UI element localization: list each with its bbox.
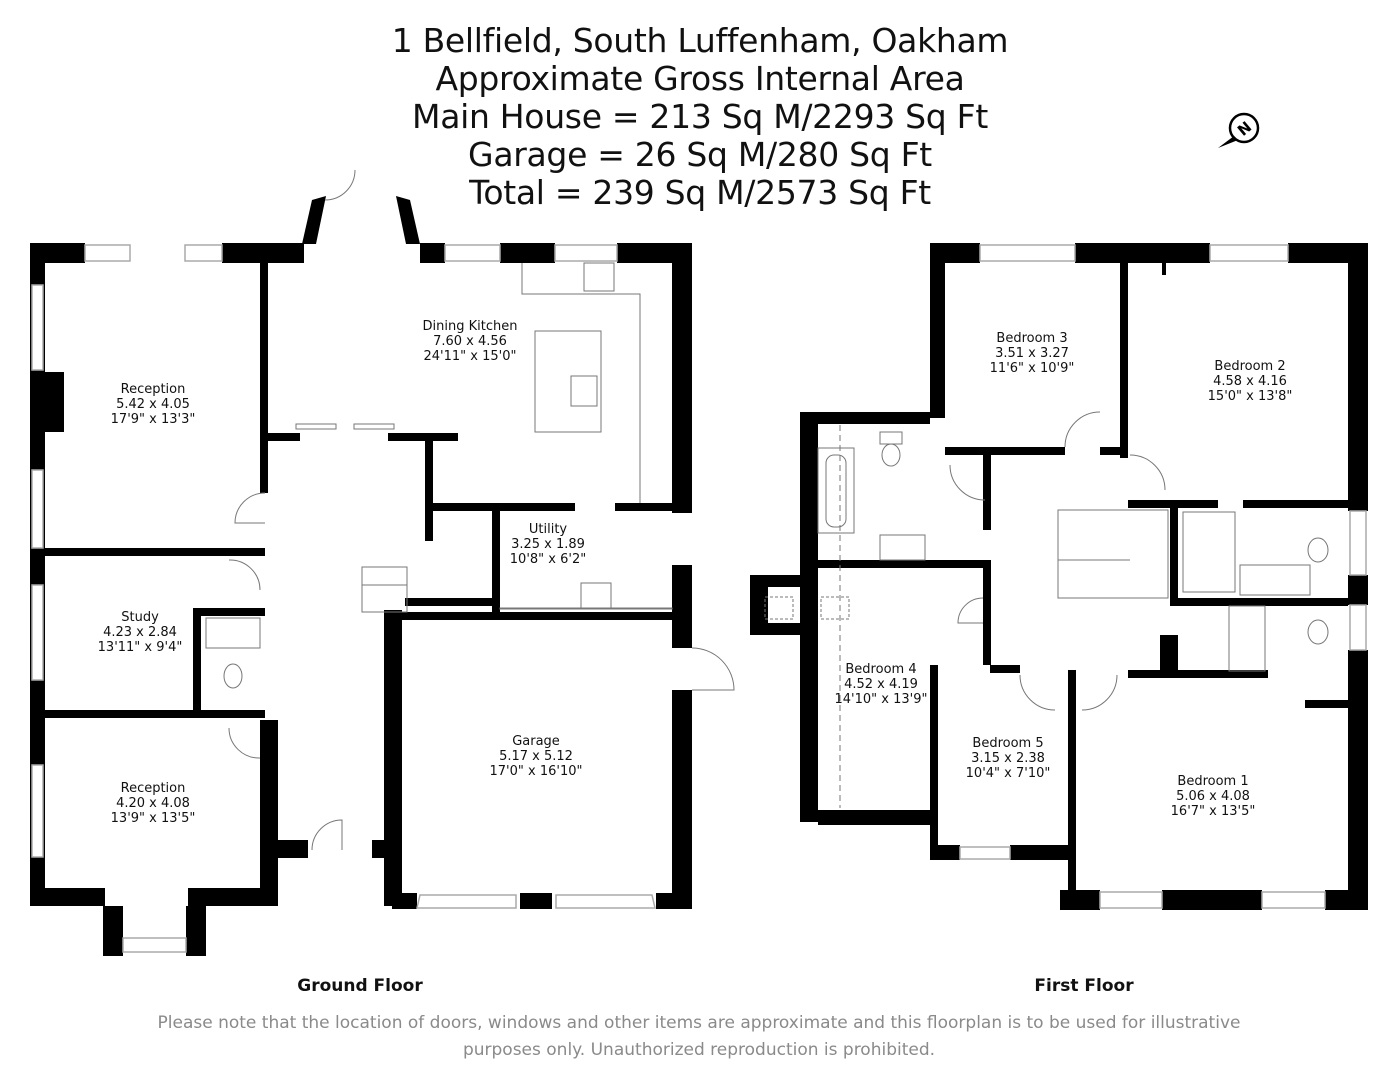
first-floor-plan	[750, 243, 1368, 910]
title-block: 1 Bellfield, South Luffenham, Oakham App…	[340, 22, 1060, 212]
room-imperial: 11'6" x 10'9"	[989, 361, 1075, 376]
room-name: Reception	[120, 781, 186, 796]
room-imperial: 10'4" x 7'10"	[965, 766, 1051, 781]
room-name: Garage	[512, 734, 560, 749]
room-imperial: 24'11" x 15'0"	[423, 349, 517, 364]
room-label-bedroom-1: Bedroom 1 5.06 x 4.08 16'7" x 13'5"	[1171, 774, 1256, 819]
room-label-bedroom-5: Bedroom 5 3.15 x 2.38 10'4" x 7'10"	[966, 736, 1051, 781]
room-imperial: 17'0" x 16'10"	[489, 764, 583, 779]
room-label-dining-kitchen: Dining Kitchen 7.60 x 4.56 24'11" x 15'0…	[423, 319, 518, 364]
room-label-bedroom-2: Bedroom 2 4.58 x 4.16 15'0" x 13'8"	[1208, 359, 1293, 404]
room-label-garage: Garage 5.17 x 5.12 17'0" x 16'10"	[490, 734, 583, 779]
disclaimer: Please note that the location of doors, …	[60, 1010, 1338, 1064]
disclaimer-line-2: purposes only. Unauthorized reproduction…	[462, 1040, 936, 1060]
ground-floor-plan	[30, 169, 735, 956]
room-name: Reception	[120, 382, 186, 397]
room-metric: 5.17 x 5.12	[499, 749, 573, 764]
room-imperial: 17'9" x 13'3"	[110, 412, 196, 427]
garage-area: Garage = 26 Sq M/280 Sq Ft	[468, 135, 932, 174]
total-area: Total = 239 Sq M/2573 Sq Ft	[469, 173, 931, 212]
room-imperial: 10'8" x 6'2"	[509, 552, 587, 567]
room-imperial: 15'0" x 13'8"	[1207, 389, 1293, 404]
north-compass-icon: N	[1218, 112, 1260, 148]
room-metric: 4.52 x 4.19	[844, 677, 918, 692]
room-label-study: Study 4.23 x 2.84 13'11" x 9'4"	[98, 610, 183, 655]
room-label-bedroom-3: Bedroom 3 3.51 x 3.27 11'6" x 10'9"	[990, 331, 1075, 376]
room-imperial: 16'7" x 13'5"	[1170, 804, 1256, 819]
room-metric: 3.15 x 2.38	[971, 751, 1045, 766]
room-metric: 4.20 x 4.08	[116, 796, 190, 811]
disclaimer-line-1: Please note that the location of doors, …	[157, 1013, 1241, 1033]
room-name: Bedroom 5	[972, 736, 1044, 751]
room-name: Bedroom 2	[1214, 359, 1286, 374]
area-heading: Approximate Gross Internal Area	[435, 59, 965, 98]
room-name: Dining Kitchen	[422, 319, 518, 334]
room-label-reception-front: Reception 5.42 x 4.05 17'9" x 13'3"	[111, 382, 196, 427]
room-imperial: 13'9" x 13'5"	[110, 811, 196, 826]
room-metric: 3.51 x 3.27	[995, 346, 1069, 361]
ground-floor-label: Ground Floor	[297, 976, 423, 996]
room-name: Bedroom 3	[996, 331, 1068, 346]
room-imperial: 13'11" x 9'4"	[97, 640, 183, 655]
room-metric: 7.60 x 4.56	[433, 334, 507, 349]
property-address: 1 Bellfield, South Luffenham, Oakham	[391, 21, 1009, 60]
room-label-reception-rear: Reception 4.20 x 4.08 13'9" x 13'5"	[111, 781, 196, 826]
room-metric: 4.23 x 2.84	[103, 625, 177, 640]
room-label-utility: Utility 3.25 x 1.89 10'8" x 6'2"	[510, 522, 586, 567]
room-name: Study	[121, 610, 159, 625]
first-floor-label: First Floor	[1034, 976, 1134, 996]
room-name: Bedroom 1	[1177, 774, 1249, 789]
room-imperial: 14'10" x 13'9"	[834, 692, 928, 707]
room-name: Utility	[528, 522, 568, 537]
room-label-bedroom-4: Bedroom 4 4.52 x 4.19 14'10" x 13'9"	[835, 662, 928, 707]
room-name: Bedroom 4	[845, 662, 917, 677]
main-house-area: Main House = 213 Sq M/2293 Sq Ft	[412, 97, 988, 136]
room-metric: 3.25 x 1.89	[511, 537, 585, 552]
room-metric: 5.06 x 4.08	[1176, 789, 1250, 804]
room-metric: 5.42 x 4.05	[116, 397, 190, 412]
room-metric: 4.58 x 4.16	[1213, 374, 1287, 389]
